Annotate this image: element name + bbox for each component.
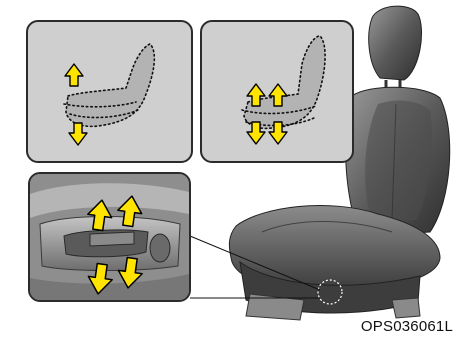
seat-tilt-diagram	[202, 22, 352, 161]
figure-code: OPS036061L	[361, 318, 453, 335]
arrow-up-icon	[65, 64, 83, 86]
seat-height-panel	[26, 20, 193, 163]
control-switch-diagram	[30, 174, 189, 300]
arrow-down-icon	[69, 123, 87, 145]
control-switch-panel	[28, 172, 191, 302]
seat-height-diagram	[28, 22, 191, 161]
seat-tilt-panel	[200, 20, 354, 163]
